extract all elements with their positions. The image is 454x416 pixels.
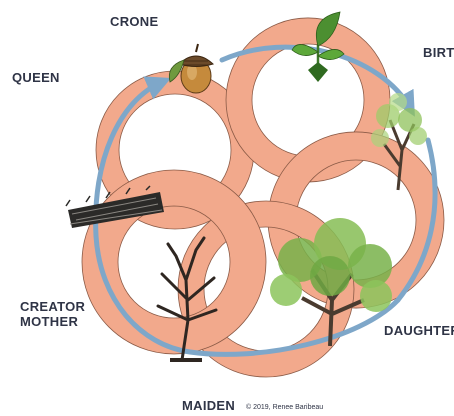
label-maiden: MAIDEN [182,398,235,413]
label-birth: BIRTI [423,45,454,60]
label-creator-line1: CREATOR [20,299,85,314]
label-creator-mother: CREATOR MOTHER [20,299,85,329]
label-daughter: DAUGHTER [384,323,454,338]
ring-creator-mother [82,170,266,354]
label-queen: QUEEN [12,70,60,85]
copyright-notice: © 2019, Renee Baribeau [246,404,323,411]
label-creator-line2: MOTHER [20,314,85,329]
label-crone: CRONE [110,14,158,29]
